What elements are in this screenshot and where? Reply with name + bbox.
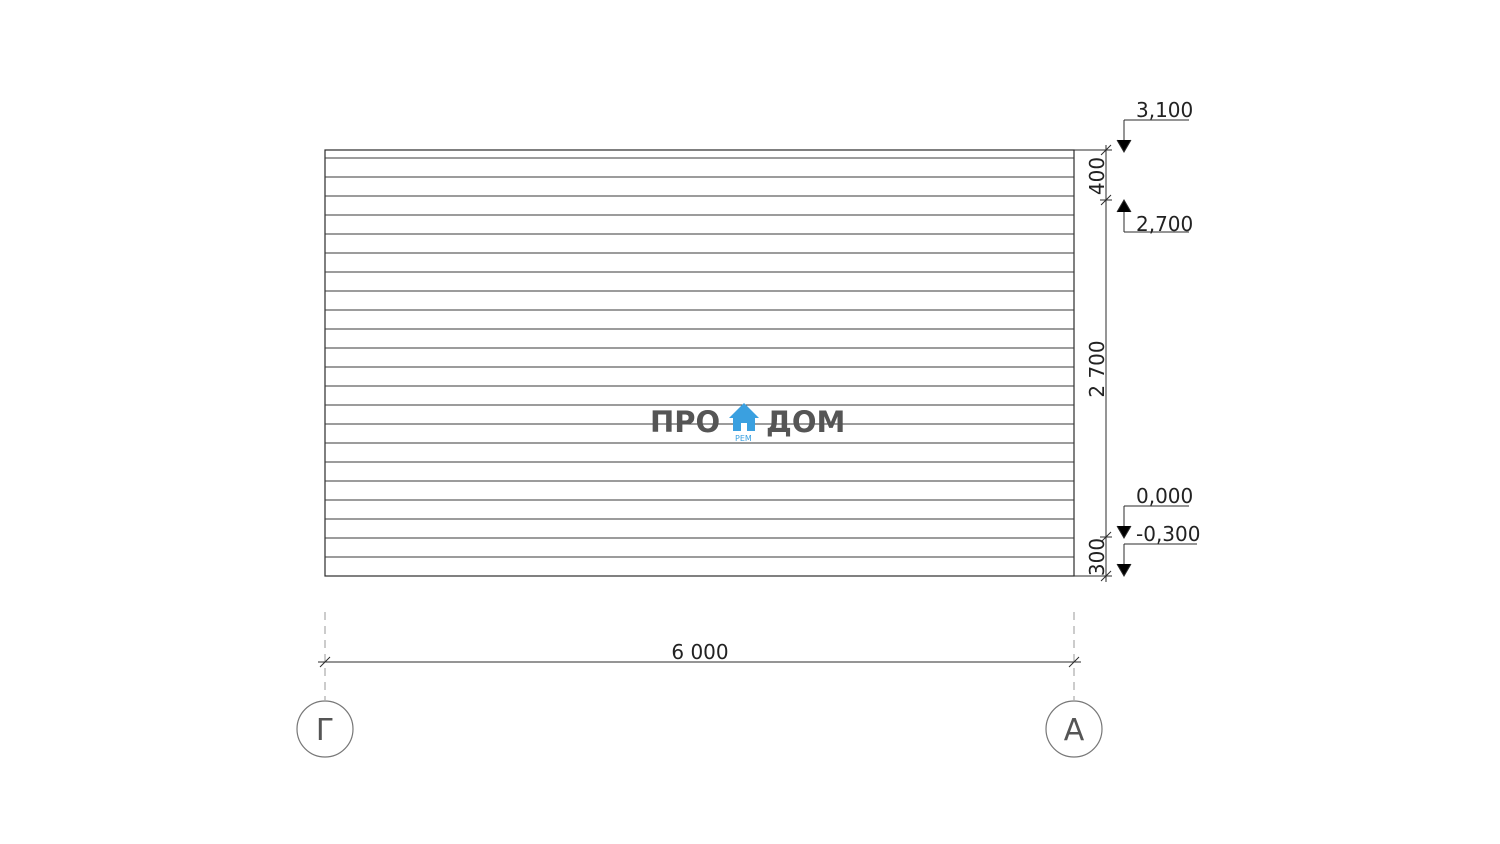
level-marker-floor: 0,000 (1116, 484, 1193, 539)
logo-text-left: ПРО (650, 405, 720, 439)
wall-outline (324, 149, 1075, 577)
axis-marker-right: А (1045, 700, 1103, 758)
axis-label-left: Г (316, 713, 334, 748)
level-marker-roof: 3,100 (1116, 98, 1193, 153)
horizontal-dimension: 6 000 (318, 612, 1081, 700)
level-marker-ground: -0,300 (1116, 522, 1200, 577)
level-label-roof: 3,100 (1136, 98, 1193, 122)
tick-right (1068, 656, 1080, 668)
wall-panel (324, 149, 1075, 577)
level-marker-wall-top: 2,700 (1116, 199, 1193, 236)
axis-label-right: А (1064, 713, 1085, 748)
logo-text-right: ДОМ (766, 405, 845, 439)
dim-2700: 2 700 (1085, 340, 1109, 397)
axis-marker-left: Г (296, 700, 354, 758)
tick-ground (1100, 570, 1112, 582)
dim-6000: 6 000 (671, 640, 728, 664)
house-icon (729, 403, 759, 431)
level-label-floor: 0,000 (1136, 484, 1193, 508)
level-label-wall-top: 2,700 (1136, 212, 1193, 236)
logo-text-sub: РЕМ (735, 434, 752, 443)
level-label-ground: -0,300 (1136, 522, 1200, 546)
vertical-dimensions: 400 2 700 300 (1074, 144, 1112, 582)
dim-300: 300 (1085, 538, 1109, 576)
tick-wall-top (1100, 194, 1112, 206)
wall-boards (325, 157, 1074, 558)
tick-floor (1100, 531, 1112, 543)
tick-left (319, 656, 331, 668)
prodom-logo: ПРО РЕМ ДОМ (650, 403, 845, 443)
tick-top (1100, 144, 1112, 156)
dim-400: 400 (1085, 157, 1109, 195)
